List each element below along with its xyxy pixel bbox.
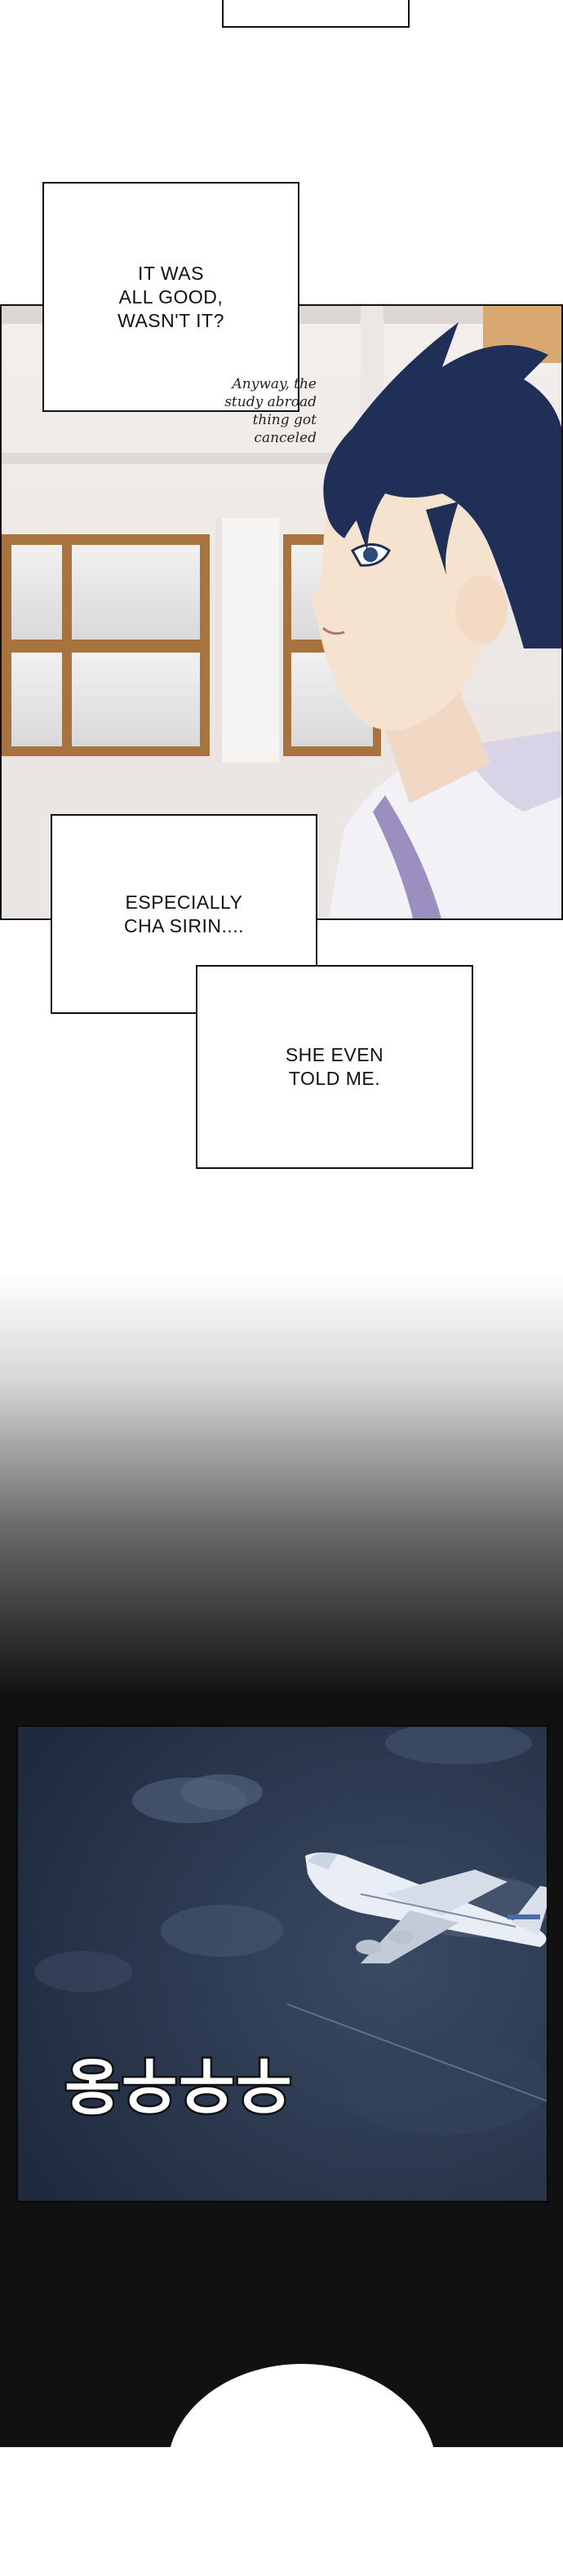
speech-bubble-partial	[167, 2364, 437, 2576]
caption-box-top-partial	[222, 0, 410, 28]
caption-1-text: IT WAS ALL GOOD, WASN'T IT?	[117, 262, 224, 331]
gradient-transition	[0, 1273, 563, 1697]
sound-effect-text: 우우우웅	[61, 2048, 294, 2122]
handwritten-note: Anyway, the study abroad thing got cance…	[224, 376, 317, 446]
caption-box-2: ESPECIALLY CHA SIRIN....	[51, 814, 317, 1014]
caption-3-text: SHE EVEN TOLD ME.	[285, 1044, 384, 1089]
night-sky-illustration	[18, 1727, 547, 2201]
caption-box-1: IT WAS ALL GOOD, WASN'T IT?	[42, 182, 299, 412]
caption-box-3: SHE EVEN TOLD ME.	[196, 965, 473, 1169]
caption-2-text: ESPECIALLY CHA SIRIN....	[123, 891, 245, 936]
panel-airplane-night: 우우우웅	[16, 1725, 548, 2202]
airplane	[305, 1852, 547, 1963]
